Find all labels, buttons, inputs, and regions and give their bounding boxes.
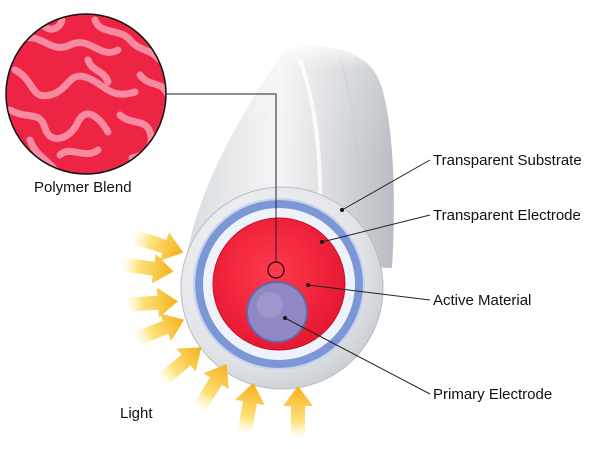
polymer-blend-label: Polymer Blend	[34, 179, 132, 196]
light-arrow	[283, 386, 313, 440]
primary-electrode-label: Primary Electrode	[433, 386, 552, 403]
light-arrow	[123, 286, 179, 320]
leader-dot	[283, 316, 287, 320]
leader-dot	[306, 283, 310, 287]
leader-dot	[320, 240, 324, 244]
leader-dot	[340, 208, 344, 212]
light-arrow	[229, 380, 268, 438]
polymer-blend-zoom	[6, 14, 168, 174]
primary-electrode-highlight	[257, 292, 283, 318]
transparent-electrode-label: Transparent Electrode	[433, 207, 581, 224]
light-label: Light	[120, 405, 153, 422]
active-material-label: Active Material	[433, 292, 531, 309]
transparent-substrate-label: Transparent Substrate	[433, 152, 582, 169]
